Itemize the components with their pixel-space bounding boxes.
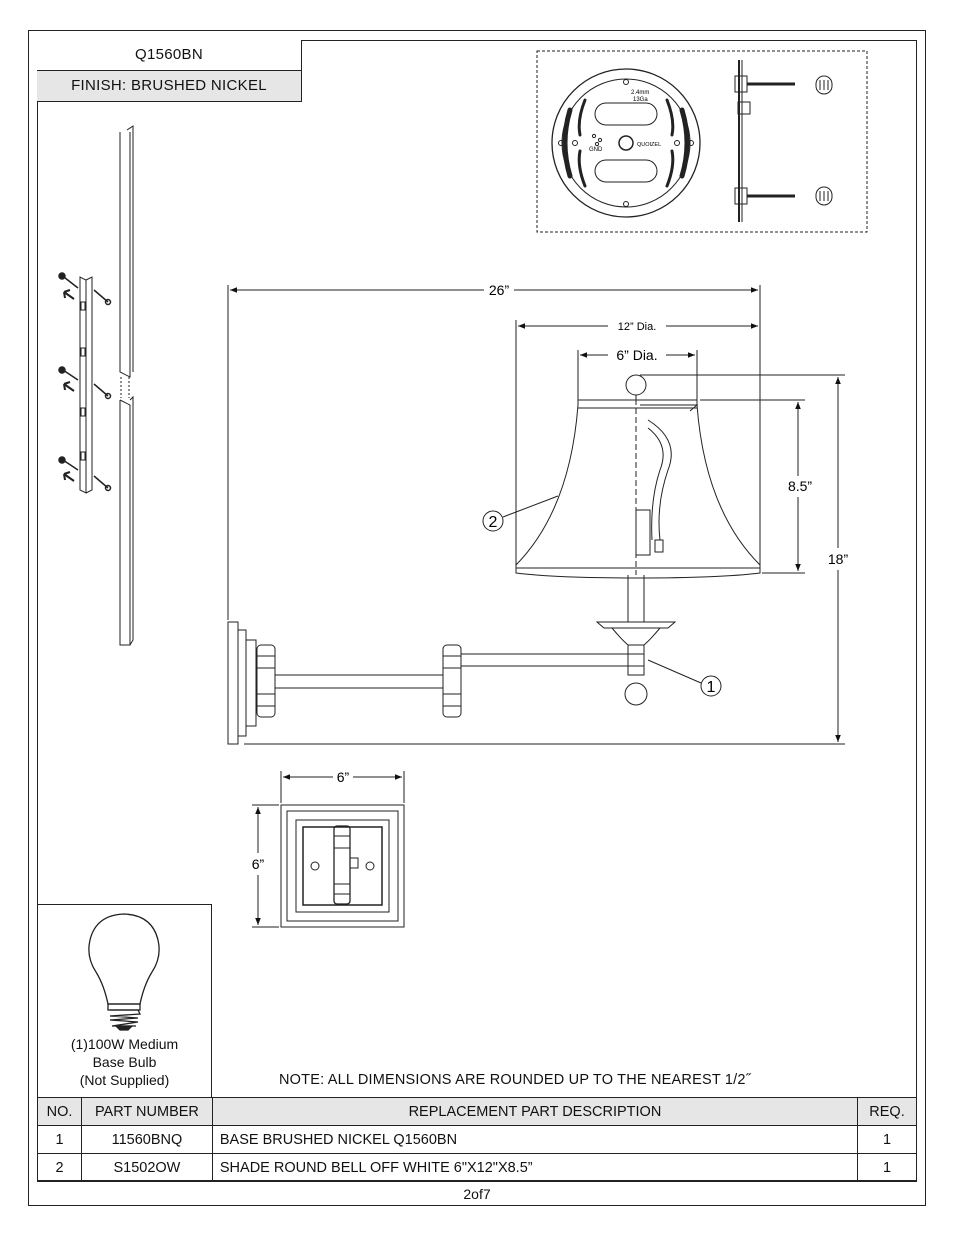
dim-shade-height: 8.5” bbox=[788, 478, 812, 494]
dim-overall-height: 18” bbox=[828, 551, 849, 567]
row-req: 1 bbox=[857, 1125, 917, 1154]
dim-backplate-height: 6” bbox=[252, 856, 265, 872]
header-req: REQ. bbox=[857, 1097, 917, 1126]
bulb-info-box: (1)100W Medium Base Bulb (Not Supplied) bbox=[37, 904, 212, 1097]
row-part-number: 11560BNQ bbox=[80, 1125, 213, 1154]
outer-frame bbox=[28, 30, 926, 1206]
crossbar-plate-icon bbox=[551, 68, 701, 218]
wall-bracket-assembly-icon bbox=[58, 272, 112, 494]
parts-table: NO. PART NUMBER REPLACEMENT PART DESCRIP… bbox=[37, 1097, 917, 1182]
header-part-number: PART NUMBER bbox=[80, 1097, 213, 1126]
dim-backplate-width: 6” bbox=[337, 769, 350, 785]
callout-2: 2 bbox=[482, 495, 559, 532]
title-block: Q1560BN FINISH: BRUSHED NICKEL bbox=[37, 40, 302, 102]
table-row: 2 S1502OW SHADE ROUND BELL OFF WHITE 6"X… bbox=[37, 1153, 917, 1182]
dimension-lines bbox=[227, 285, 845, 745]
finish-label: FINISH: BRUSHED NICKEL bbox=[37, 71, 301, 101]
plate-gauge-label: 13Ga bbox=[633, 97, 648, 103]
page-number: 2of7 bbox=[463, 1186, 491, 1202]
dim-shade-top-dia: 6” Dia. bbox=[616, 347, 657, 363]
callout-1-number: 1 bbox=[707, 679, 716, 696]
bulb-line-1: (1)100W Medium bbox=[70, 1036, 179, 1052]
ground-label: GND bbox=[589, 147, 603, 153]
backplate-dimension-lines bbox=[252, 771, 405, 928]
bulb-line-2: Base Bulb bbox=[92, 1054, 157, 1070]
lamp-side-elevation bbox=[227, 374, 761, 745]
plate-side-view-icon bbox=[734, 60, 833, 222]
model-number: Q1560BN bbox=[37, 40, 301, 71]
row-no: 1 bbox=[37, 1125, 82, 1154]
bulb-caption: (1)100W Medium Base Bulb (Not Supplied) bbox=[37, 1035, 212, 1089]
header-no: NO. bbox=[37, 1097, 82, 1126]
bulb-line-3: (Not Supplied) bbox=[79, 1072, 170, 1088]
plate-thickness-label: 2.4mm bbox=[631, 90, 649, 96]
dim-shade-bottom-dia: 12” Dia. bbox=[618, 321, 657, 333]
table-row: 1 11560BNQ BASE BRUSHED NICKEL Q1560BN 1 bbox=[37, 1125, 917, 1154]
row-part-number: S1502OW bbox=[80, 1153, 213, 1182]
bell-shade-icon bbox=[515, 399, 761, 579]
mounting-plate-detail: 2.4mm 13Ga GND QUOIZEL bbox=[536, 50, 868, 233]
header-description: REPLACEMENT PART DESCRIPTION bbox=[211, 1097, 859, 1126]
parts-table-header: NO. PART NUMBER REPLACEMENT PART DESCRIP… bbox=[37, 1097, 917, 1126]
row-description: SHADE ROUND BELL OFF WHITE 6"X12"X8.5” bbox=[211, 1153, 859, 1182]
callout-1: 1 bbox=[647, 659, 722, 697]
plate-brand-label: QUOIZEL bbox=[637, 142, 661, 148]
row-req: 1 bbox=[857, 1153, 917, 1182]
dim-overall-extension: 26” bbox=[489, 282, 510, 298]
wall-channel-icon bbox=[119, 125, 134, 646]
row-description: BASE BRUSHED NICKEL Q1560BN bbox=[211, 1125, 859, 1154]
row-no: 2 bbox=[37, 1153, 82, 1182]
backplate-side bbox=[227, 621, 239, 745]
light-bulb-icon bbox=[88, 913, 160, 1031]
callout-2-number: 2 bbox=[489, 514, 498, 531]
backplate-front-view bbox=[280, 804, 405, 928]
dimension-note: NOTE: ALL DIMENSIONS ARE ROUNDED UP TO T… bbox=[279, 1072, 751, 1088]
